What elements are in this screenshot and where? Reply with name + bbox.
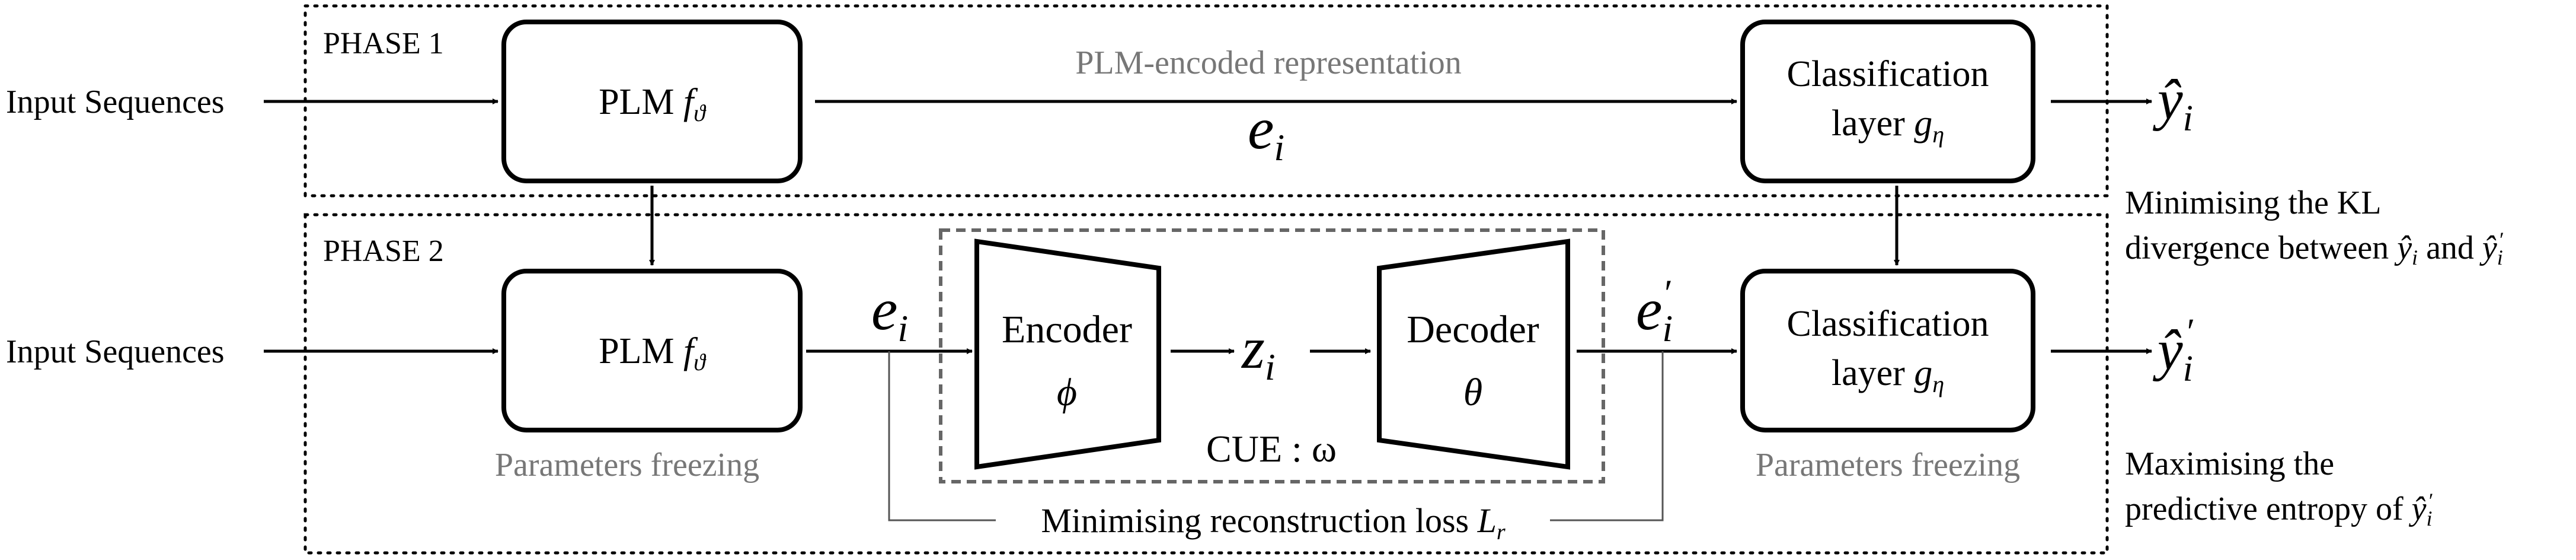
- embedding-e-phase1: ei: [1248, 96, 1284, 168]
- phase1-label: PHASE 1: [323, 27, 444, 61]
- entropy-note-line2: predictive entropy of ŷi′: [2125, 489, 2433, 530]
- output-y-phase2: ŷi′: [2152, 312, 2194, 389]
- reconstruction-loss-label: Minimising reconstruction loss Lr: [1041, 501, 1506, 545]
- classifier-label-phase2-line2: layer gη: [1832, 353, 1944, 397]
- plm-encoded-representation-label: PLM-encoded representation: [1075, 44, 1462, 81]
- classifier-label-phase1-line2: layer gη: [1832, 103, 1944, 148]
- output-y-phase1: ŷi: [2152, 68, 2193, 139]
- cue-label: CUE : ω: [1206, 428, 1337, 470]
- classifier-label-phase2-line1: Classification: [1787, 304, 1989, 344]
- plm-freezing-note: Parameters freezing: [495, 447, 759, 483]
- classifier-freezing-note: Parameters freezing: [1756, 447, 2020, 483]
- classifier-label-phase1-line1: Classification: [1787, 54, 1989, 94]
- input-label-phase1: Input Sequences: [6, 84, 225, 120]
- decoder-symbol: θ: [1463, 371, 1482, 414]
- plm-label-phase2: PLM fϑ: [599, 331, 707, 376]
- classifier-box-phase2: [1740, 269, 2035, 432]
- kl-note-line2: divergence between ŷi and ŷi′: [2125, 228, 2504, 269]
- latent-z: zi: [1241, 315, 1276, 388]
- phase2-label: PHASE 2: [323, 234, 444, 268]
- reconstruction-bracket: [888, 351, 996, 521]
- input-label-phase2: Input Sequences: [6, 333, 225, 370]
- encoder-label: Encoder: [1002, 308, 1132, 351]
- decoder-shape: [1377, 238, 1570, 470]
- classifier-box-phase1: [1740, 20, 2035, 183]
- kl-note-line1: Minimising the KL: [2125, 184, 2381, 221]
- decoder-label: Decoder: [1407, 308, 1539, 351]
- plm-box-phase2: [501, 269, 803, 432]
- encoder-symbol: ϕ: [1057, 371, 1077, 414]
- plm-label-phase1: PLM fϑ: [599, 82, 707, 126]
- phase2-frame: [303, 213, 2109, 555]
- plm-box-phase1: [501, 20, 803, 183]
- cue-frame: [939, 228, 1605, 483]
- reconstructed-e-prime: ei′: [1636, 272, 1673, 349]
- embedding-e-phase2: ei: [871, 276, 908, 349]
- reconstruction-bracket-right: [1550, 351, 1664, 521]
- encoder-shape: [974, 238, 1161, 470]
- entropy-note-line1: Maximising the: [2125, 446, 2334, 482]
